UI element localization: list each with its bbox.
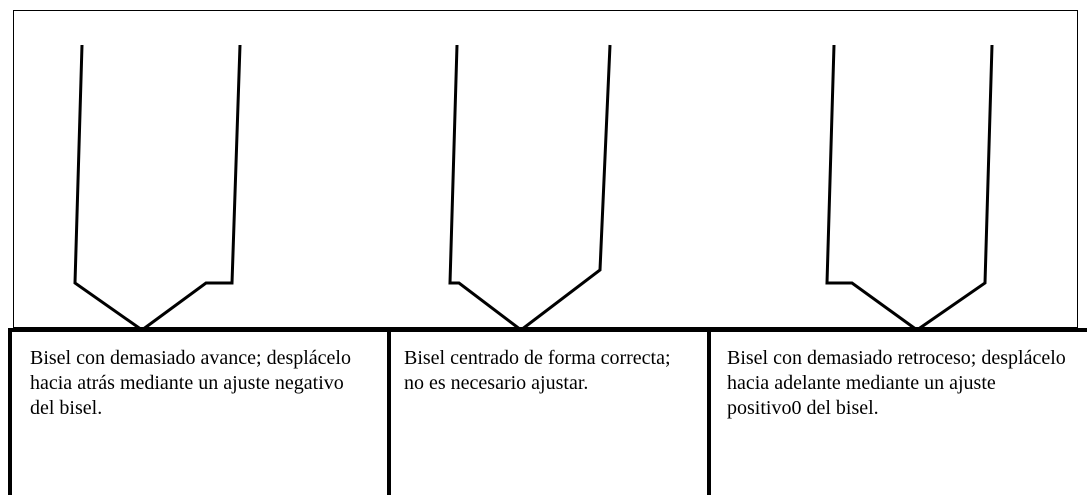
blade-outline-centered xyxy=(448,44,612,332)
caption-backward: Bisel con demasiado retroceso; desplácel… xyxy=(727,347,1066,419)
bevel-shape-backward xyxy=(825,44,994,332)
blade-outline-forward xyxy=(73,44,242,332)
blade-outline-backward xyxy=(825,44,994,332)
caption-row: Bisel con demasiado avance; desplácelo h… xyxy=(0,330,1087,495)
diagram-frame xyxy=(13,10,1078,328)
caption-grid xyxy=(8,328,1087,495)
caption-centered: Bisel centrado de forma correcta; no es … xyxy=(404,347,671,394)
caption-forward: Bisel con demasiado avance; desplácelo h… xyxy=(30,347,351,419)
bevel-shape-forward xyxy=(73,44,242,332)
bevel-shape-centered xyxy=(448,44,612,332)
